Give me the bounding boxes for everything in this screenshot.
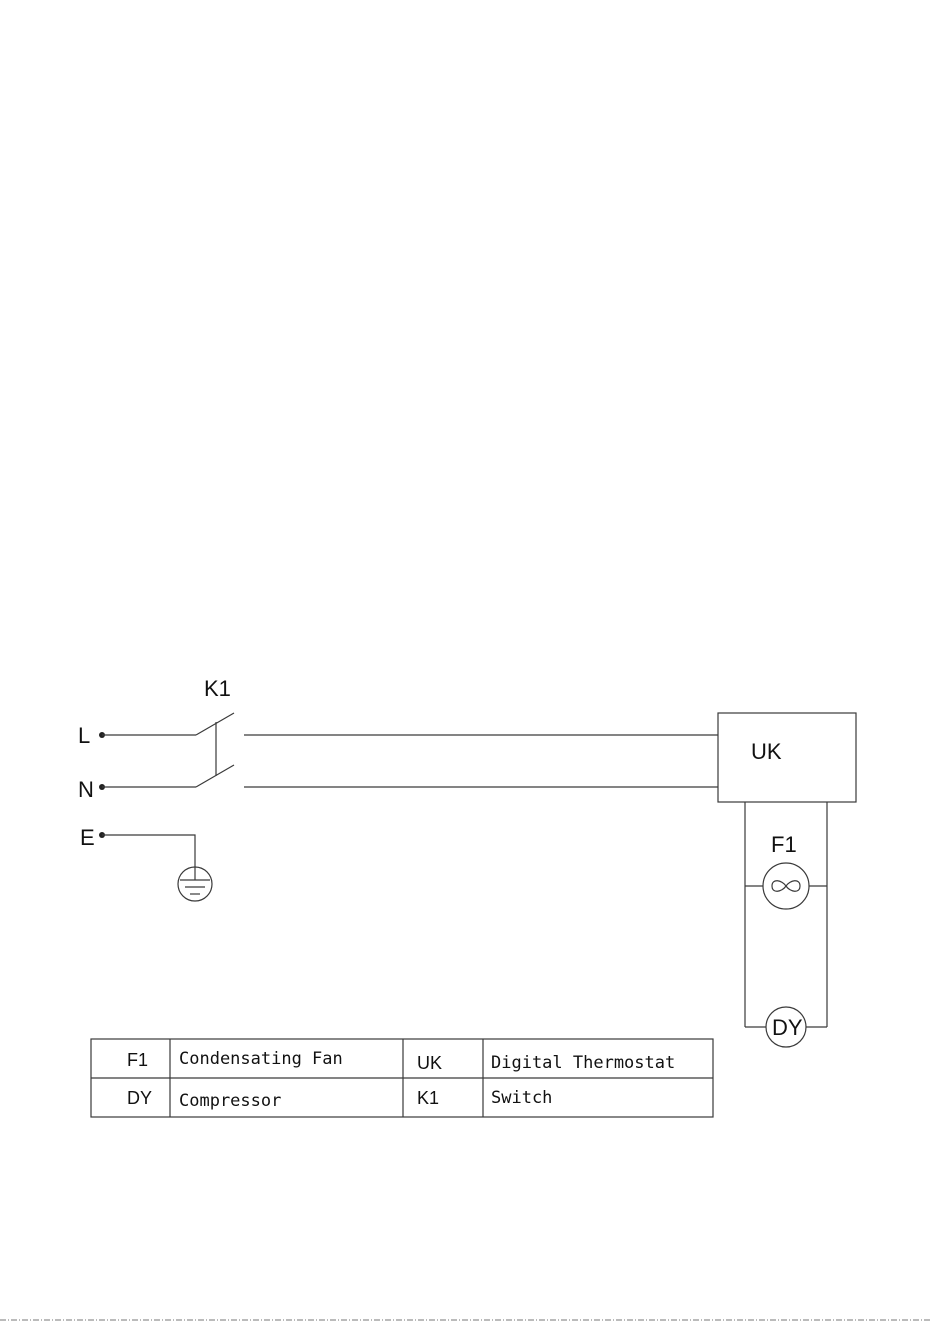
fan-icon <box>763 863 809 909</box>
legend-row2-code-left: DY <box>127 1088 152 1108</box>
thermostat-uk-box <box>718 713 856 802</box>
wire-earth <box>102 835 195 866</box>
switch-k1-blade-top <box>196 713 234 735</box>
legend-row1-desc-left: Condensating Fan <box>179 1049 343 1069</box>
compressor-dy-label: DY <box>772 1015 803 1040</box>
legend-row1-desc-right: Digital Thermostat <box>491 1053 675 1073</box>
legend-row1-code-right: UK <box>417 1053 442 1073</box>
switch-k1-blade-bottom <box>196 765 234 787</box>
legend-row1-code-left: F1 <box>127 1050 148 1070</box>
legend-row2-desc-left: Compressor <box>179 1091 281 1111</box>
fan-f1-label: F1 <box>771 832 797 857</box>
legend-row2-code-right: K1 <box>417 1088 439 1108</box>
switch-k1-label: K1 <box>204 676 231 701</box>
legend-row2-desc-right: Switch <box>491 1088 552 1108</box>
terminal-label-e: E <box>80 825 95 850</box>
ground-icon <box>178 866 212 901</box>
thermostat-uk-label: UK <box>751 739 782 764</box>
terminal-label-n: N <box>78 777 94 802</box>
terminal-label-l: L <box>78 723 90 748</box>
